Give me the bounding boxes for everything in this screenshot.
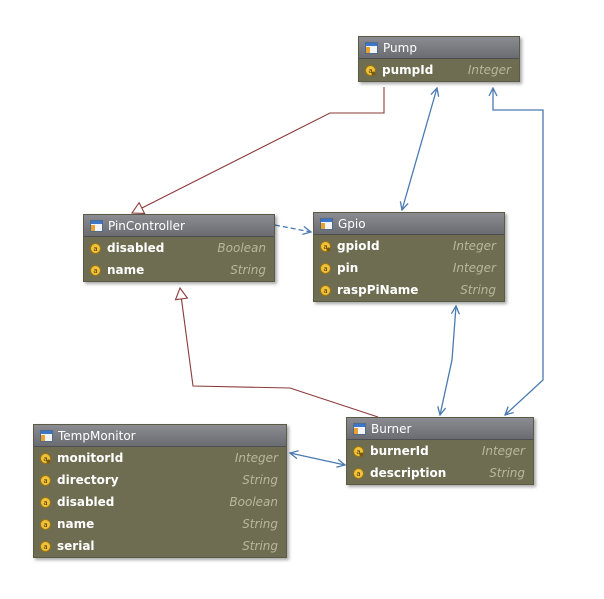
field-icon: a [90, 264, 101, 276]
field-name: disabled [107, 241, 165, 255]
burner-pincontroller-inheritance-line [174, 286, 379, 418]
svg-text:a: a [93, 267, 97, 275]
field-type: String [489, 466, 525, 480]
field-icon: a [40, 540, 51, 552]
field-row[interactable]: a description String [347, 462, 533, 484]
class-icon [320, 217, 333, 230]
entity-title: Pump [383, 40, 417, 55]
field-row[interactable]: a disabled Boolean [84, 237, 274, 259]
svg-text:a: a [356, 470, 360, 478]
field-row[interactable]: a pin Integer [314, 257, 504, 279]
pincontroller-gpio-dependency-line [274, 224, 311, 232]
pump-pincontroller-inheritance-line [130, 87, 385, 214]
field-type: Boolean [229, 495, 278, 509]
key-field-icon: a [40, 452, 51, 464]
field-type: Integer [452, 239, 496, 253]
field-row[interactable]: a serial String [34, 535, 286, 557]
gpio-entity[interactable]: Gpio a gpioId Integer a pin Integer a ra… [313, 212, 505, 302]
svg-text:a: a [43, 521, 47, 529]
field-name: burnerId [370, 444, 429, 458]
field-type: Integer [452, 261, 496, 275]
field-type: String [230, 263, 266, 277]
field-icon: a [353, 467, 364, 479]
pincontroller-entity[interactable]: PinController a disabled Boolean a name … [83, 214, 275, 282]
field-icon: a [90, 242, 101, 254]
pump-header[interactable]: Pump [359, 37, 519, 59]
field-name: pumpId [382, 63, 434, 77]
field-icon: a [320, 262, 331, 274]
field-row[interactable]: a disabled Boolean [34, 491, 286, 513]
key-field-icon: a [365, 64, 376, 76]
field-type: String [242, 517, 278, 531]
gpio-burner-association-line [440, 306, 456, 415]
field-row[interactable]: a monitorId Integer [34, 447, 286, 469]
field-type: Integer [234, 451, 278, 465]
field-icon: a [40, 496, 51, 508]
tempmonitor-header[interactable]: TempMonitor [34, 425, 286, 447]
key-field-icon: a [353, 445, 364, 457]
entity-title: PinController [108, 218, 185, 233]
field-name: pin [337, 261, 359, 275]
field-row[interactable]: a directory String [34, 469, 286, 491]
svg-text:a: a [43, 455, 47, 463]
burner-entity[interactable]: Burner a burnerId Integer a description … [346, 417, 534, 485]
svg-text:a: a [356, 448, 360, 456]
burner-tempmonitor-association-line [290, 453, 345, 465]
field-type: Integer [467, 63, 511, 77]
field-icon: a [40, 474, 51, 486]
class-icon [90, 219, 103, 232]
gpio-header[interactable]: Gpio [314, 213, 504, 235]
tempmonitor-entity[interactable]: TempMonitor a monitorId Integer a direct… [33, 424, 287, 558]
entity-title: TempMonitor [58, 428, 136, 443]
key-field-icon: a [320, 240, 331, 252]
class-icon [40, 429, 53, 442]
field-icon: a [320, 284, 331, 296]
field-type: String [460, 283, 496, 297]
field-name: serial [57, 539, 95, 553]
field-type: Integer [481, 444, 525, 458]
svg-text:a: a [43, 543, 47, 551]
svg-text:a: a [368, 67, 372, 75]
field-name: directory [57, 473, 119, 487]
field-row[interactable]: a raspPiName String [314, 279, 504, 301]
field-icon: a [40, 518, 51, 530]
svg-text:a: a [43, 477, 47, 485]
svg-text:a: a [323, 287, 327, 295]
field-row[interactable]: a pumpId Integer [359, 59, 519, 81]
pincontroller-header[interactable]: PinController [84, 215, 274, 237]
field-name: disabled [57, 495, 115, 509]
class-icon [365, 41, 378, 54]
field-row[interactable]: a name String [84, 259, 274, 281]
field-name: name [107, 263, 145, 277]
field-name: name [57, 517, 95, 531]
pump-gpio-association-line [402, 88, 437, 210]
field-row[interactable]: a burnerId Integer [347, 440, 533, 462]
field-name: gpioId [337, 239, 380, 253]
svg-text:a: a [323, 243, 327, 251]
field-type: Boolean [217, 241, 266, 255]
entity-title: Burner [371, 421, 412, 436]
entity-title: Gpio [338, 216, 366, 231]
svg-text:a: a [323, 265, 327, 273]
field-type: String [242, 539, 278, 553]
field-row[interactable]: a name String [34, 513, 286, 535]
field-name: monitorId [57, 451, 124, 465]
svg-text:a: a [43, 499, 47, 507]
burner-header[interactable]: Burner [347, 418, 533, 440]
field-name: description [370, 466, 447, 480]
class-icon [353, 422, 366, 435]
field-row[interactable]: a gpioId Integer [314, 235, 504, 257]
pump-burner-association-line [493, 88, 544, 415]
svg-text:a: a [93, 245, 97, 253]
field-type: String [242, 473, 278, 487]
field-name: raspPiName [337, 283, 419, 297]
pump-entity[interactable]: Pump a pumpId Integer [358, 36, 520, 82]
